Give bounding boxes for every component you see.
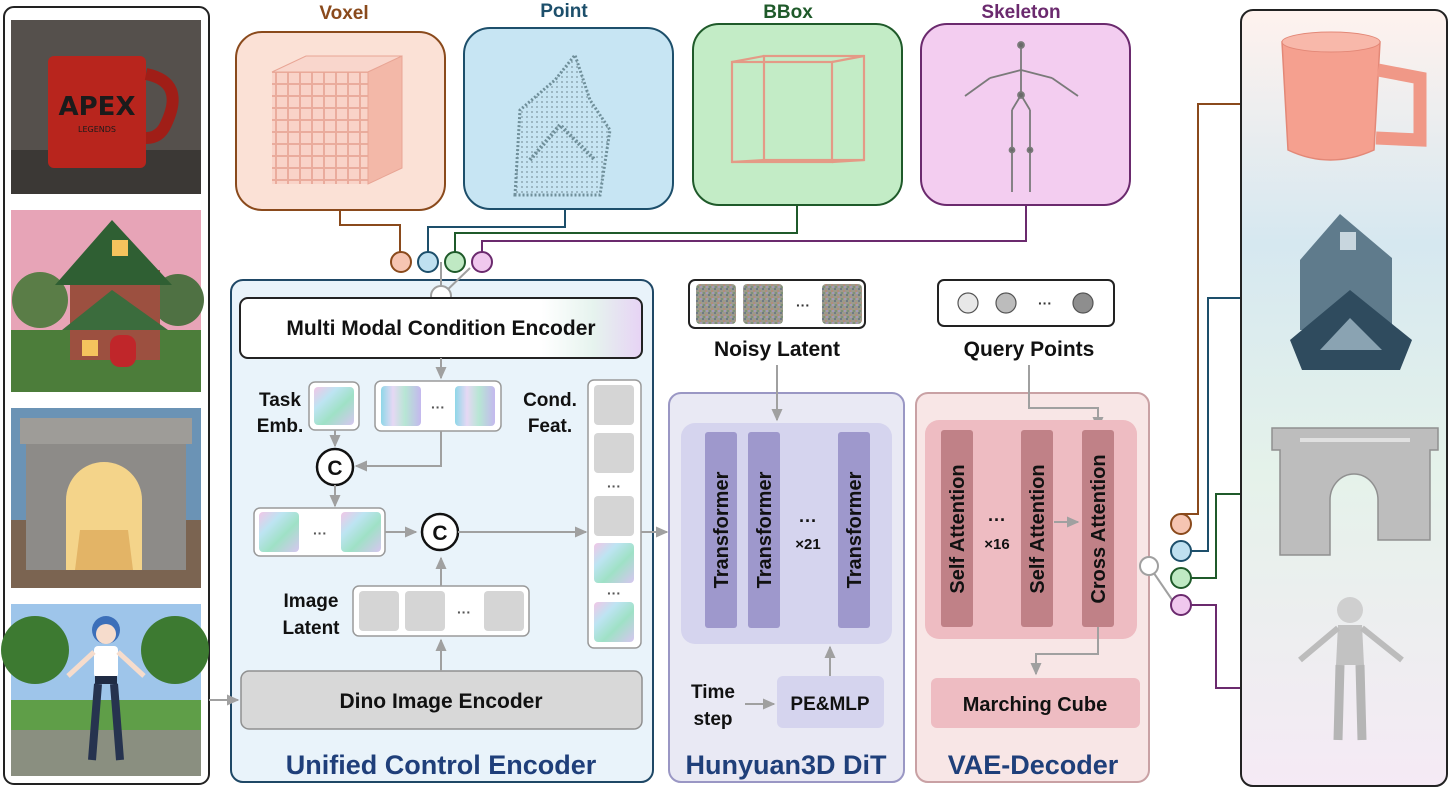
timestep-label-1: Time [691,682,735,703]
marching-cube-label: Marching Cube [963,694,1107,716]
self-attention-block-2: Self Attention [1021,430,1053,627]
input-images-panel [3,6,210,785]
mug-mesh [1281,31,1427,161]
voxel-title: Voxel [319,3,368,24]
girl-mesh [1298,597,1404,741]
dino-label: Dino Image Encoder [339,690,542,713]
transformer-block-2: Transformer [748,432,780,628]
dit-title: Hunyuan3D DiT [685,750,887,780]
svg-text:···: ··· [457,604,471,620]
point-port [417,251,439,273]
svg-text:···: ··· [988,510,1006,530]
arch-photo [11,408,201,588]
cottage-photo [11,210,204,392]
svg-text:···: ··· [799,511,817,531]
pe-mlp-label: PE&MLP [790,694,870,715]
timestep-label-2: step [693,709,732,730]
point-condition: Point [463,1,674,210]
svg-text:···: ··· [796,297,810,313]
house-mesh [1290,214,1412,370]
skeleton-condition: Skeleton [920,2,1131,206]
svg-text:···: ··· [607,585,621,601]
svg-text:Cross Attention: Cross Attention [1088,454,1110,603]
point-title: Point [540,1,588,22]
voxel-port [390,251,412,273]
output-connectors [1181,103,1241,689]
svg-text:Transformer: Transformer [844,471,866,588]
mmce-label: Multi Modal Condition Encoder [286,317,595,340]
output-bbox-port [1170,567,1192,589]
marching-cube-block [931,678,1140,728]
svg-text:APEX: APEX [59,92,136,122]
image-latent-label-1: Image [284,591,339,612]
pe-mlp-block [777,676,884,728]
query-points-label: Query Points [964,338,1095,361]
output-meshes-panel [1240,9,1448,787]
condition-connectors [339,205,1027,252]
transformer-block-3: Transformer [838,432,870,628]
anime-girl-photo [1,604,209,776]
svg-text:C: C [327,457,342,480]
image-latent-label-2: Latent [283,618,341,639]
svg-text:Self Attention: Self Attention [1027,464,1049,593]
transformer-block-1: Transformer [705,432,737,628]
mug-photo: APEX LEGENDS [11,20,201,194]
dit-repeat: ×21 [795,536,820,553]
vae-title: VAE-Decoder [948,750,1119,780]
vae-repeat: ×16 [984,536,1009,553]
cond-feat-label-2: Feat. [528,416,572,437]
bbox-port [444,251,466,273]
svg-text:···: ··· [1038,295,1052,311]
noisy-latent-label: Noisy Latent [714,338,840,361]
query-points-strip [937,279,1115,327]
encoder-title: Unified Control Encoder [286,750,597,780]
svg-text:C: C [432,522,447,545]
output-switch-node [1139,556,1159,576]
cross-attention-block: Cross Attention [1082,430,1114,627]
bbox-condition: BBox [692,2,903,206]
svg-text:Transformer: Transformer [754,471,776,588]
skeleton-port [471,251,493,273]
output-voxel-port [1170,513,1192,535]
voxel-condition: Voxel [235,3,446,211]
task-emb-label-2: Emb. [257,416,303,437]
cond-feat-label-1: Cond. [523,390,577,411]
svg-text:···: ··· [313,525,327,541]
output-skeleton-port [1170,594,1192,616]
arch-mesh [1271,427,1439,556]
svg-text:···: ··· [607,478,621,494]
task-emb-label-1: Task [259,390,301,411]
svg-text:Transformer: Transformer [711,471,733,588]
svg-text:Self Attention: Self Attention [947,464,969,593]
skeleton-title: Skeleton [981,2,1060,23]
svg-text:LEGENDS: LEGENDS [78,125,116,134]
svg-text:···: ··· [431,399,445,415]
self-attention-block-1: Self Attention [941,430,973,627]
bbox-title: BBox [763,2,813,23]
output-point-port [1170,540,1192,562]
